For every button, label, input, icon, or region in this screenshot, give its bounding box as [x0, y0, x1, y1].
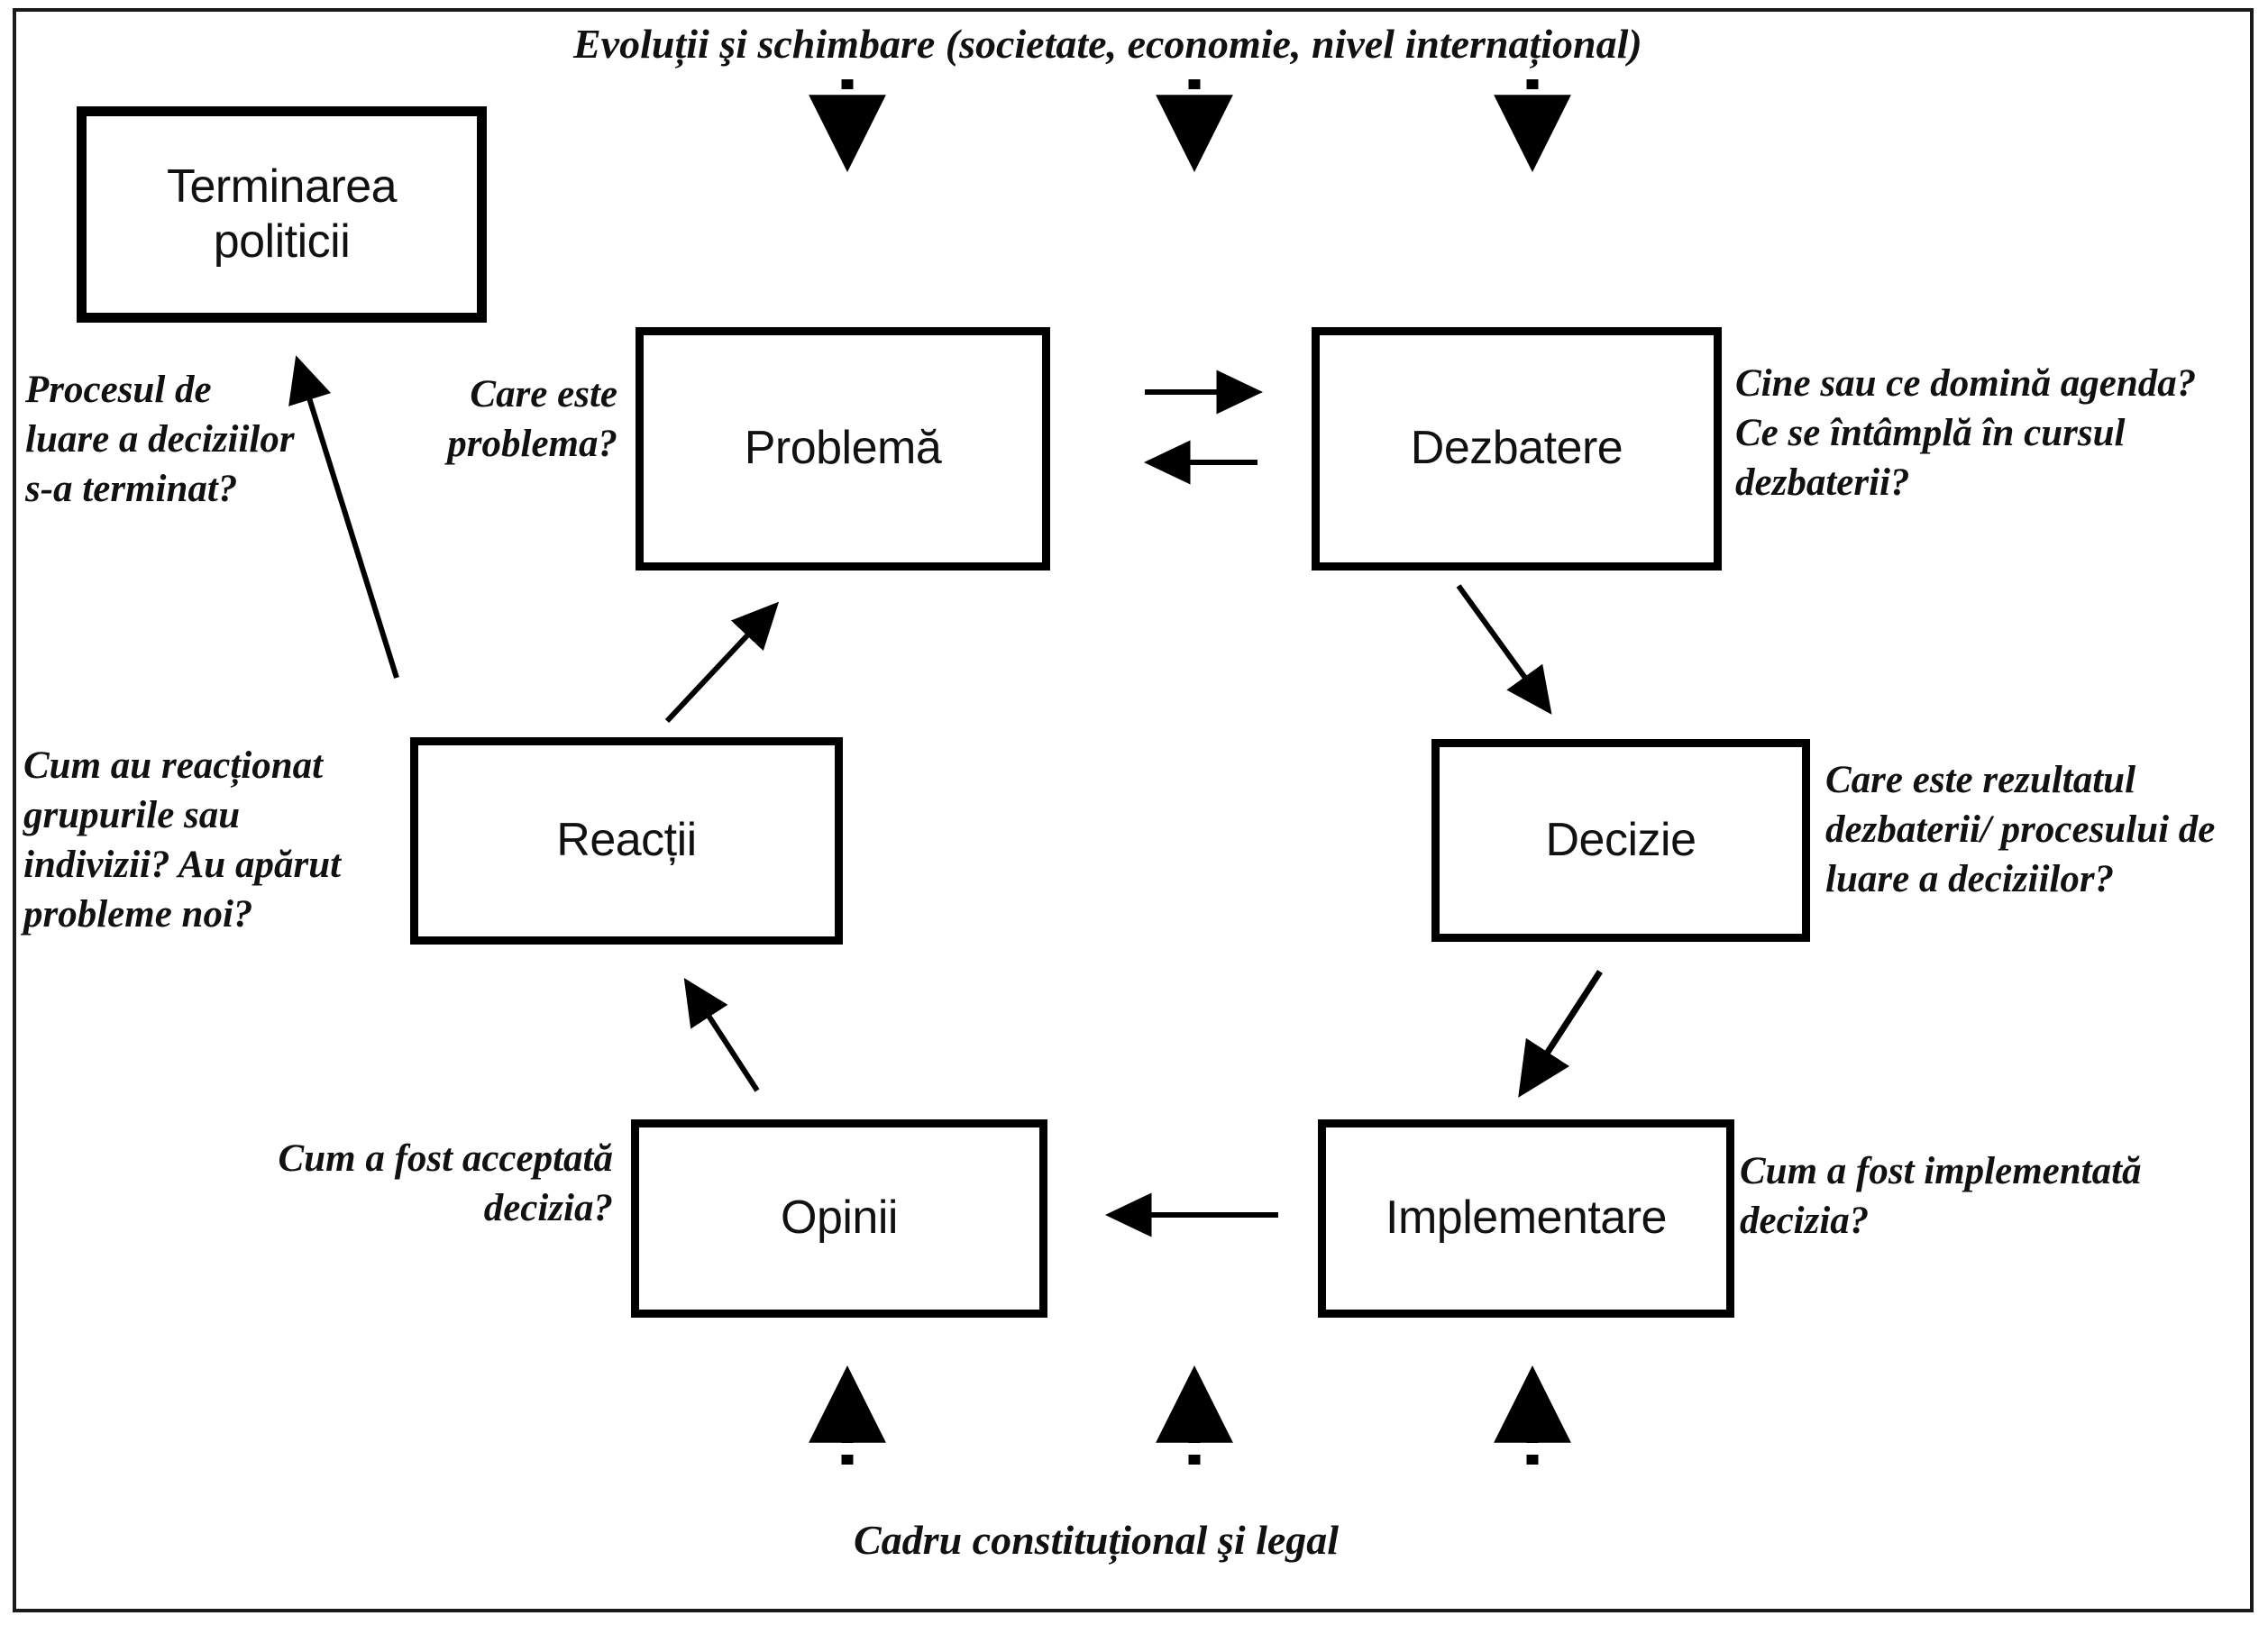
annotation-dezbatere: Cine sau ce domină agenda? Ce se întâmpl… [1735, 362, 2197, 505]
bottom-caption: Cadru constituțional şi legal [854, 1517, 1340, 1563]
annotation-problema: Care este problema? [447, 373, 617, 466]
box-label-implementare: Implementare [1385, 1191, 1667, 1245]
box-dezbatere[interactable]: Dezbatere [1312, 327, 1722, 571]
annotation-reactii: Cum au reacționat grupurile sau indivizi… [23, 744, 342, 936]
annotation-decizie: Care este rezultatul dezbaterii/ procesu… [1825, 759, 2216, 901]
box-reactii[interactable]: Reacții [410, 737, 843, 945]
box-problema[interactable]: Problemă [636, 327, 1050, 571]
box-decizie[interactable]: Decizie [1431, 739, 1810, 942]
box-label-terminarea: Terminarea politicii [166, 160, 398, 268]
box-label-dezbatere: Dezbatere [1410, 422, 1623, 475]
box-terminarea-politicii[interactable]: Terminarea politicii [77, 106, 487, 323]
annotation-terminarea: Procesul de luare a deciziilor s-a termi… [25, 369, 295, 511]
box-opinii[interactable]: Opinii [631, 1119, 1047, 1318]
box-implementare[interactable]: Implementare [1318, 1119, 1734, 1318]
box-label-reactii: Reacții [556, 814, 697, 867]
box-label-opinii: Opinii [781, 1191, 898, 1245]
annotation-implementare: Cum a fost implementată decizia? [1740, 1150, 2142, 1243]
annotation-opinii: Cum a fost acceptată decizia? [278, 1137, 613, 1230]
top-caption: Evoluții şi schimbare (societate, econom… [573, 21, 1642, 67]
box-label-decizie: Decizie [1545, 813, 1697, 866]
box-label-problema: Problemă [744, 422, 942, 475]
